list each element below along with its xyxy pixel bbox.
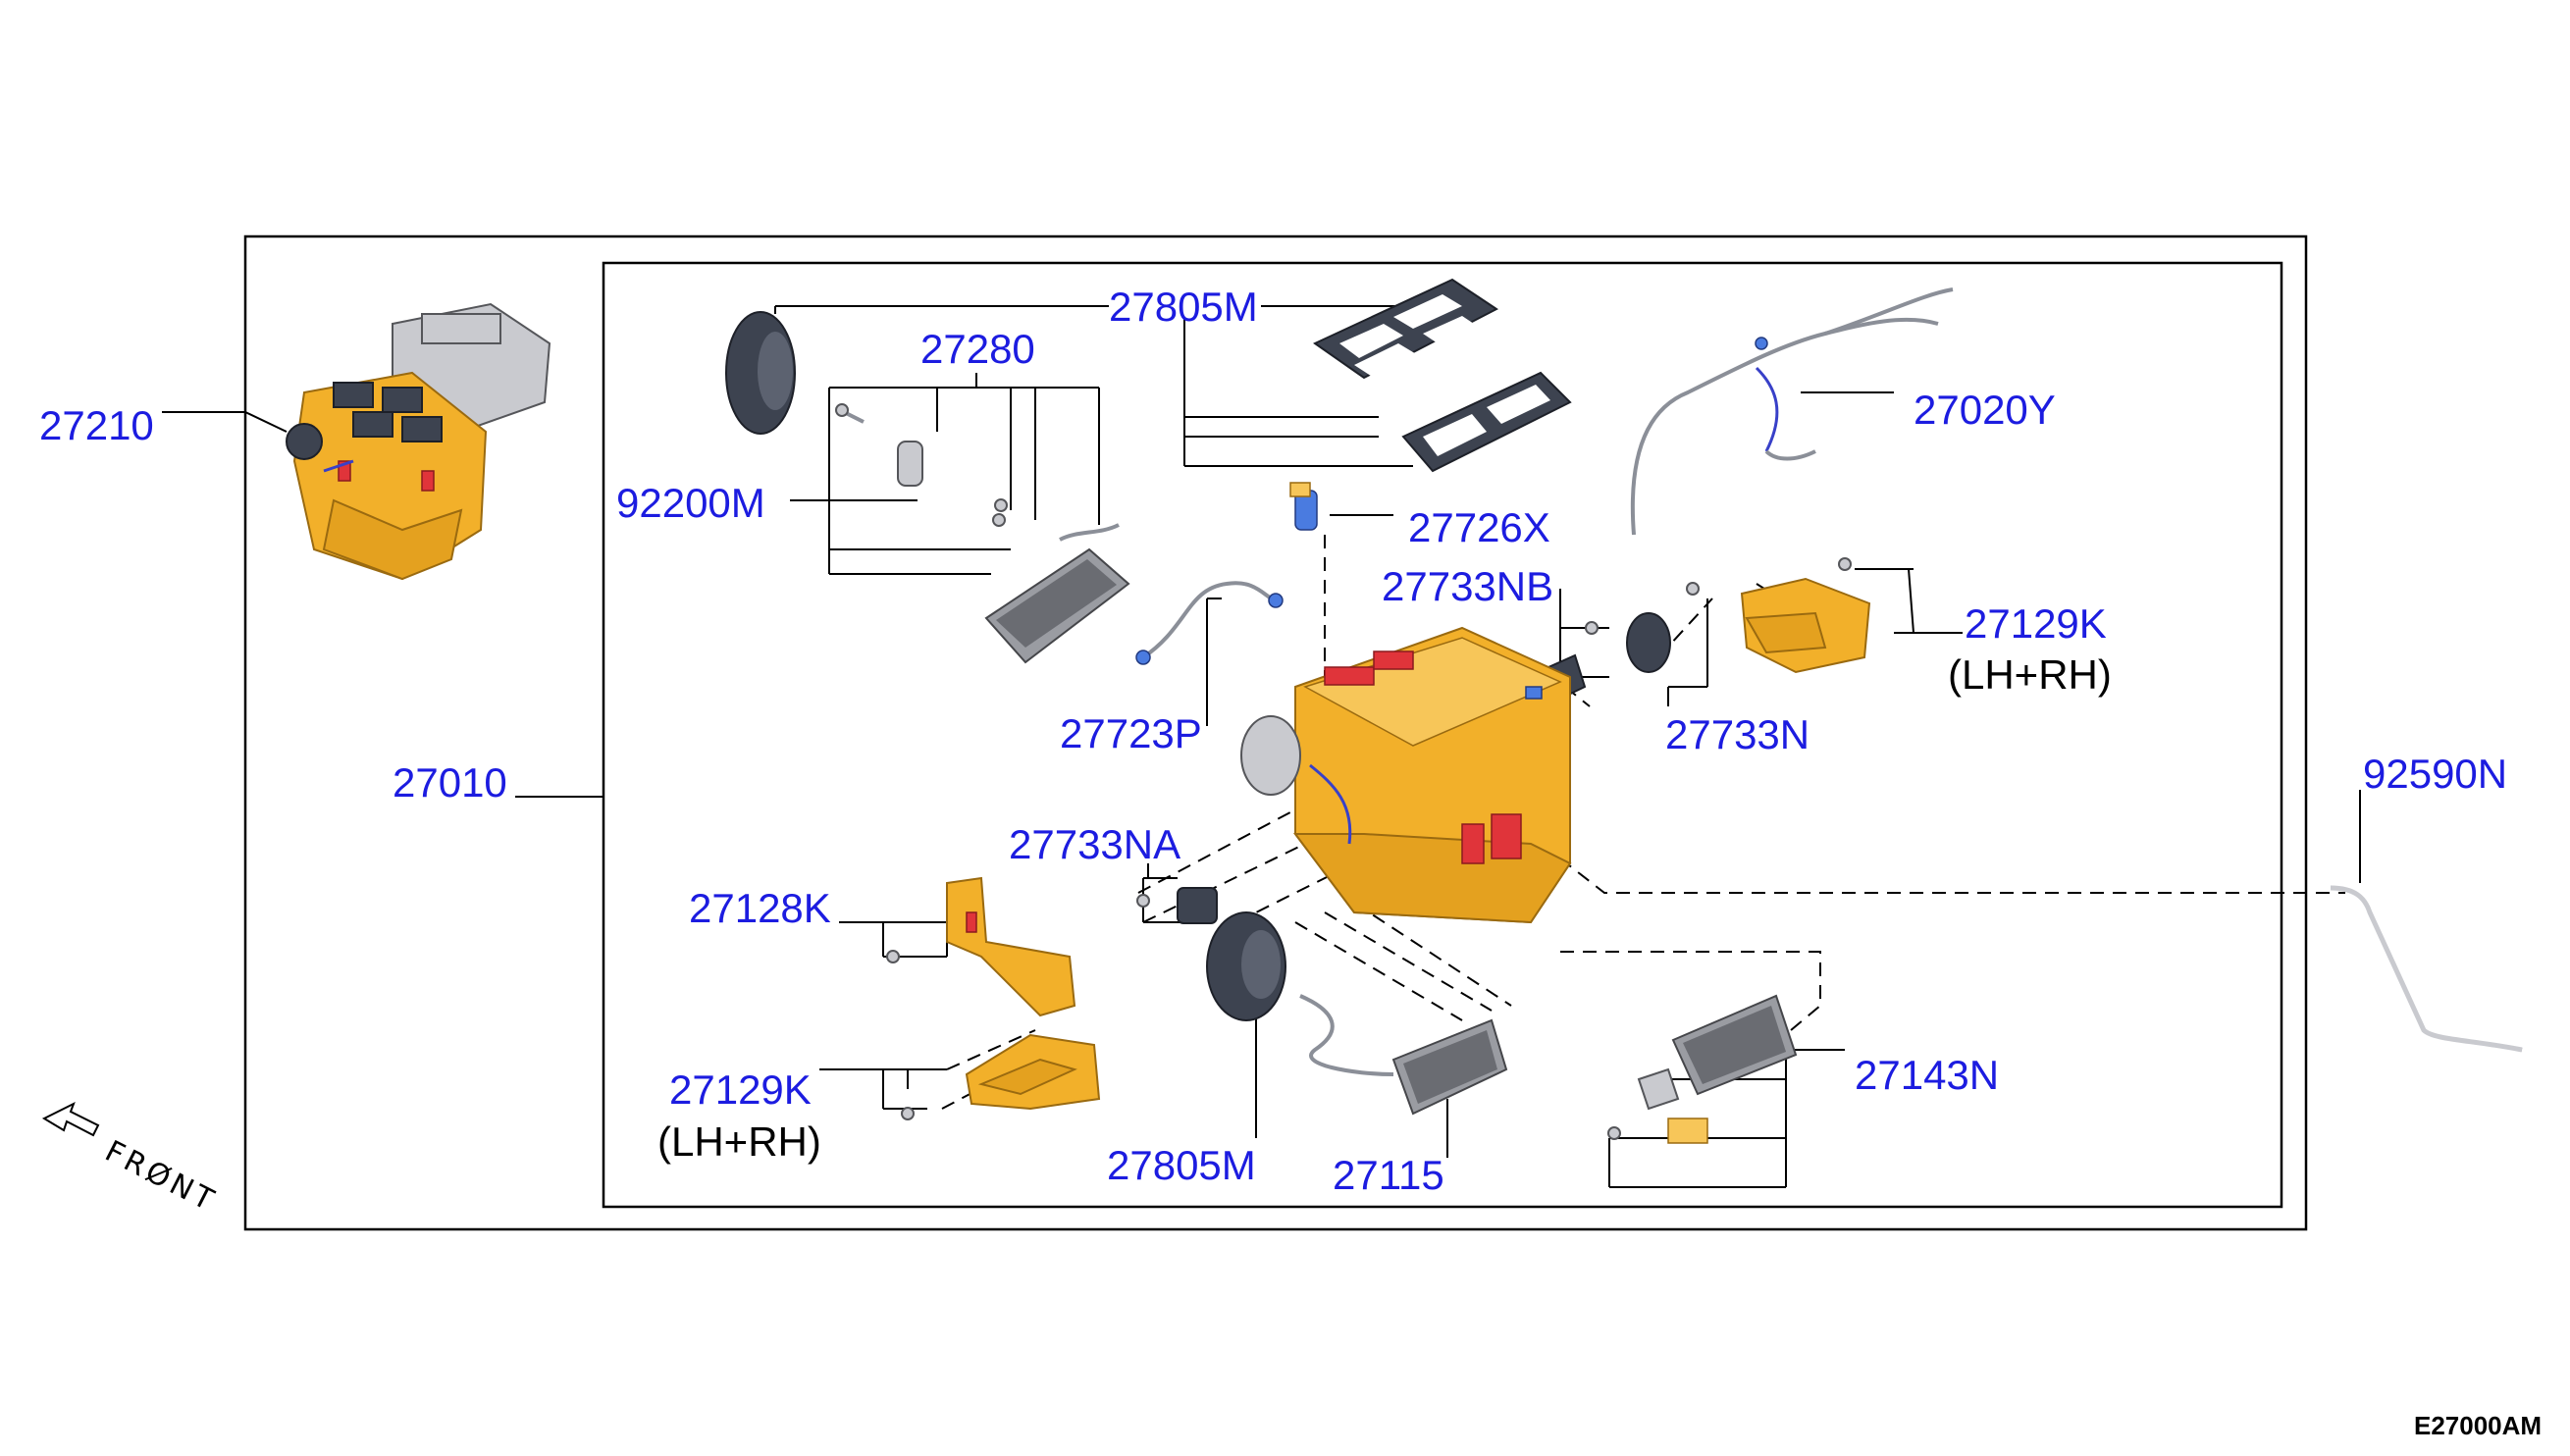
part-label-27723p: 27723P	[1060, 710, 1202, 756]
wire-harness-illustration	[1630, 287, 1954, 536]
heater-unit-assembly-illustration	[286, 302, 551, 581]
part-label-27726x: 27726X	[1408, 504, 1550, 550]
duct-upper-illustration	[1740, 557, 1871, 674]
air-filter-top-illustration	[1313, 278, 1572, 473]
heater-core-illustration	[1299, 994, 1508, 1116]
duct-lower-illustration	[901, 1033, 1101, 1120]
sensor-harness-illustration	[1135, 581, 1284, 665]
blower-fan-bottom-illustration	[1206, 911, 1286, 1021]
outer-frame	[243, 234, 2308, 1231]
leader-lines	[162, 305, 2361, 1188]
part-label-92200m: 92200M	[616, 480, 765, 526]
part-label-27805m-bottom: 27805M	[1107, 1142, 1256, 1188]
part-label-27733nb: 27733NB	[1382, 563, 1553, 609]
part-label-27115: 27115	[1333, 1152, 1444, 1198]
inner-frame	[602, 261, 2283, 1209]
evaporator-illustration	[835, 403, 1130, 664]
part-label-92590n: 92590N	[2363, 751, 2507, 797]
front-arrow-icon	[41, 1101, 100, 1137]
actuator-n-illustration	[1626, 582, 1700, 673]
part-label-27733n: 27733N	[1665, 711, 1809, 757]
part-note-27129k-lower: (LH+RH)	[657, 1118, 821, 1165]
part-label-27143n: 27143N	[1855, 1052, 1999, 1098]
part-label-27010: 27010	[393, 759, 507, 806]
drain-hose-illustration	[2330, 885, 2523, 1053]
part-label-27210: 27210	[39, 402, 154, 448]
main-heater-unit-illustration	[1240, 626, 1572, 924]
temperature-sensor-illustration	[1289, 482, 1318, 531]
foot-duct-illustration	[886, 876, 1076, 1017]
part-label-27129k-upper: 27129K	[1965, 600, 2107, 647]
ptc-heater-illustration	[1607, 994, 1798, 1144]
blower-fan-top-illustration	[725, 311, 796, 435]
part-note-27129k-upper: (LH+RH)	[1948, 651, 2112, 698]
part-label-27128k: 27128K	[689, 885, 831, 931]
part-label-27280: 27280	[920, 326, 1035, 372]
part-label-27020y: 27020Y	[1914, 387, 2056, 433]
part-label-27129k-lower: 27129K	[669, 1066, 812, 1113]
part-label-27805m-top: 27805M	[1109, 284, 1258, 330]
actuator-na-illustration	[1136, 887, 1218, 924]
diagram-code: E27000AM	[2414, 1411, 2542, 1440]
front-label: FRØNT	[99, 1134, 222, 1220]
front-arrow-indicator: FRØNT	[41, 1101, 222, 1220]
part-label-27733na: 27733NA	[1009, 821, 1180, 867]
